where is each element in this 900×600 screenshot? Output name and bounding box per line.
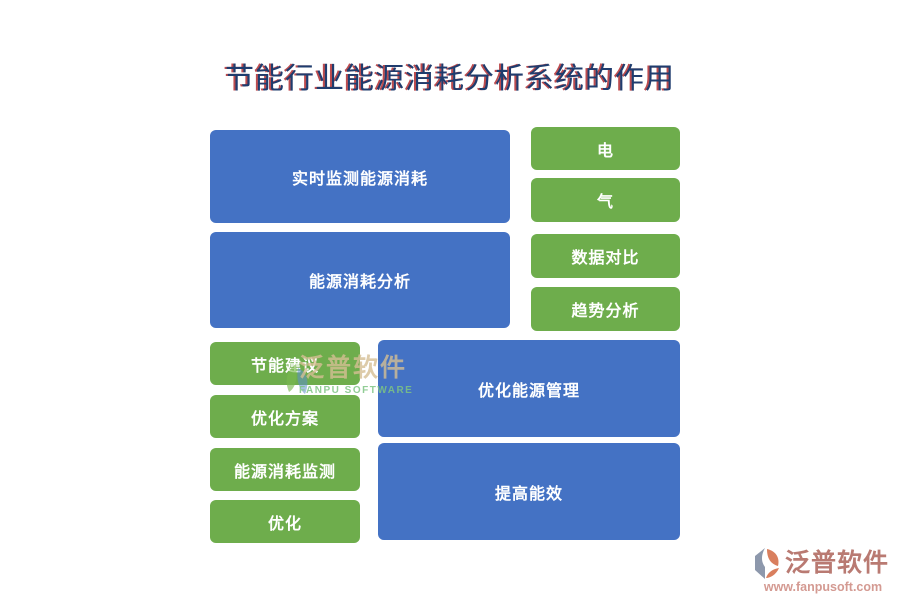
block-data-comparison: 数据对比 bbox=[531, 234, 680, 278]
footer-logo: 泛普软件 www.fanpusoft.com bbox=[752, 547, 894, 594]
block-consumption-analysis: 能源消耗分析 bbox=[210, 232, 510, 328]
block-saving-suggestions: 节能建议 bbox=[210, 342, 360, 385]
block-electricity: 电 bbox=[531, 127, 680, 170]
block-realtime-monitoring: 实时监测能源消耗 bbox=[210, 130, 510, 223]
fanpu-logo-icon bbox=[755, 548, 779, 579]
block-improve-efficiency: 提高能效 bbox=[378, 443, 680, 540]
block-optimization: 优化 bbox=[210, 500, 360, 543]
block-consumption-monitoring: 能源消耗监测 bbox=[210, 448, 360, 491]
footer-logo-url: www.fanpusoft.com bbox=[763, 580, 883, 594]
footer-logo-name: 泛普软件 bbox=[785, 549, 890, 577]
block-gas: 气 bbox=[531, 178, 680, 222]
block-trend-analysis: 趋势分析 bbox=[531, 287, 680, 331]
page-title: 节能行业能源消耗分析系统的作用 bbox=[224, 61, 675, 95]
block-optimization-plan: 优化方案 bbox=[210, 395, 360, 438]
block-optimize-energy-management: 优化能源管理 bbox=[378, 340, 680, 437]
